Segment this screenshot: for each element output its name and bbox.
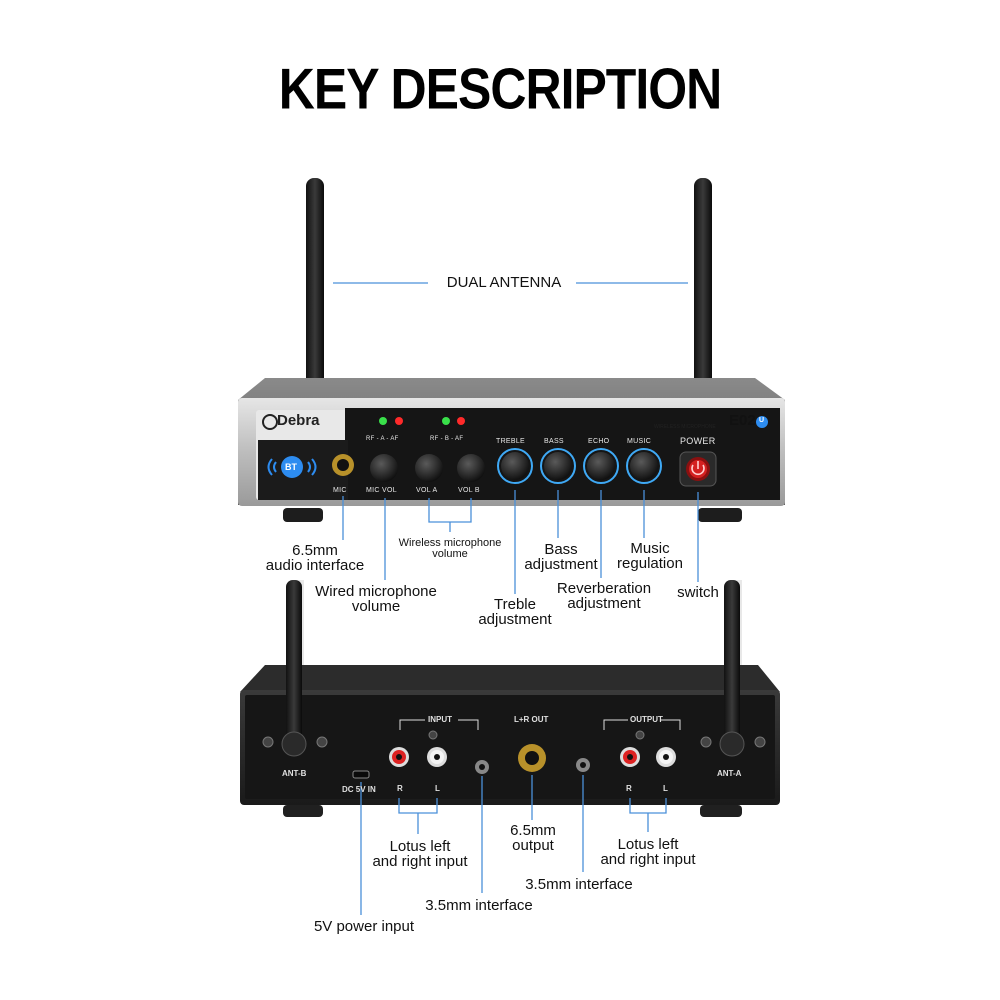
bluetooth-icon <box>281 456 303 478</box>
model-name: E02 <box>729 412 756 429</box>
callout-35-right: 3.5mm interface <box>525 876 633 893</box>
front-antenna-right <box>694 178 712 393</box>
rear-dc-in-label: DC 5V IN <box>342 785 376 794</box>
knob-bass <box>540 448 576 484</box>
jack-35-out <box>576 758 590 772</box>
knob-music <box>626 448 662 484</box>
label-music: MUSIC <box>627 438 652 445</box>
rear-input-r: R <box>397 784 403 793</box>
led-red-b <box>457 417 465 425</box>
label-mic-vol: MIC VOL <box>366 487 397 494</box>
rear-lr-out-label: L+R OUT <box>514 715 549 724</box>
label-mic: MIC <box>333 487 347 494</box>
rca-input-r <box>389 747 409 767</box>
rear-ant-a-label: ANT-A <box>717 769 742 778</box>
power-icon <box>691 461 705 476</box>
led-red-a <box>395 417 403 425</box>
rear-output-l: L <box>663 784 668 793</box>
model-badge-icon <box>756 416 768 428</box>
callout-lines <box>333 282 699 915</box>
knob-mic-vol <box>370 454 398 482</box>
rear-output-r: R <box>626 784 632 793</box>
knob-vol-a <box>415 454 443 482</box>
led-green-a <box>379 417 387 425</box>
label-bass: BASS <box>544 438 564 445</box>
rear-antenna-b <box>286 580 302 740</box>
page-title: KEY DESCRIPTION <box>278 56 723 122</box>
callout-35-left: 3.5mm interface <box>425 897 533 914</box>
product-type: WIRELESS MICROPHONE <box>654 424 716 430</box>
rear-output-label: OUTPUT <box>630 715 663 724</box>
debra-logo-icon <box>262 414 278 430</box>
rear-input-l: L <box>435 784 440 793</box>
rear-ant-b-label: ANT-B <box>282 769 307 778</box>
rear-antenna-a <box>724 580 740 740</box>
label-echo: ECHO <box>588 438 610 445</box>
knob-vol-b <box>457 454 485 482</box>
rca-output-l <box>656 747 676 767</box>
label-vol-b: VOL B <box>458 487 480 494</box>
brand-name: Debra <box>277 412 320 429</box>
power-button <box>679 451 717 487</box>
jack-35-in <box>475 760 489 774</box>
callout-power-5v: 5V power input <box>313 918 415 935</box>
rf-a-label: RF - A - AF <box>366 436 399 442</box>
knob-echo <box>583 448 619 484</box>
dual-antenna-label: DUAL ANTENNA <box>446 274 562 291</box>
usb-port <box>352 770 370 779</box>
front-antenna-left <box>306 178 324 393</box>
label-vol-a: VOL A <box>416 487 438 494</box>
rf-b-label: RF - B - AF <box>430 436 464 442</box>
knob-treble <box>497 448 533 484</box>
model-badge: U <box>759 417 765 424</box>
label-power: POWER <box>680 436 716 446</box>
rca-output-r <box>620 747 640 767</box>
callout-power: switch <box>677 584 719 601</box>
label-treble: TREBLE <box>496 438 526 445</box>
bt-badge: BT <box>285 462 297 472</box>
rca-input-l <box>427 747 447 767</box>
rear-input-label: INPUT <box>428 715 452 724</box>
led-green-b <box>442 417 450 425</box>
jack-65-out <box>518 744 546 772</box>
